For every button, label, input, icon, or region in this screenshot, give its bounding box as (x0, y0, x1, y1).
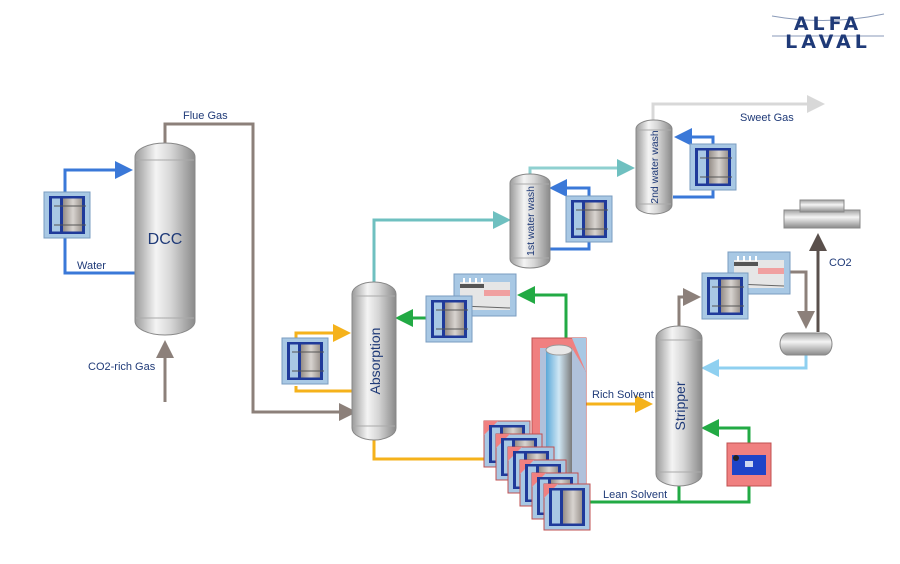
lean-solvent-label: Lean Solvent (603, 489, 667, 501)
stripper-condenser[interactable] (701, 272, 749, 320)
wash1-cooler-out (550, 242, 591, 251)
reflux-drum[interactable] (779, 332, 833, 356)
logo-line1: ALFA (794, 13, 862, 35)
stripper-label: Stripper (672, 381, 688, 430)
dcc-water-cooler[interactable] (43, 191, 91, 239)
water-supply-line (63, 161, 133, 192)
logo-line2: LAVAL (785, 31, 871, 53)
alfa-laval-logo: ALFA LAVAL (771, 13, 885, 53)
intercooler-out (294, 386, 352, 393)
water-label: Water (77, 260, 106, 272)
absorber-overhead-line (372, 211, 511, 282)
wash1-cooler[interactable] (565, 195, 613, 243)
wash2-label: 2nd water wash (649, 130, 661, 204)
reboiler-return-line (701, 419, 751, 443)
co2-compressor[interactable] (783, 199, 861, 229)
wash2-cooler-out (673, 190, 715, 199)
stripper-overhead-line (677, 288, 701, 326)
sweet-gas-line (651, 95, 825, 122)
wash1-vessel[interactable]: 1st water wash (509, 173, 551, 269)
water-return-line (63, 238, 136, 275)
wash-transfer-line (528, 159, 635, 177)
stripper-vessel[interactable]: Stripper (655, 325, 703, 487)
lean-solvent-return-line (517, 286, 568, 338)
absorber-intercooler[interactable] (281, 337, 329, 385)
co2-rich-gas-label: CO2-rich Gas (88, 361, 156, 373)
absorption-vessel[interactable]: Absorption (351, 281, 397, 441)
wash2-vessel[interactable]: 2nd water wash (635, 119, 673, 215)
intercooler-in (294, 324, 351, 342)
wash1-label: 1st water wash (525, 186, 537, 256)
absorption-label: Absorption (367, 328, 383, 395)
sweet-gas-label: Sweet Gas (740, 112, 794, 124)
co2-label: CO2 (829, 257, 852, 269)
wash2-cooler[interactable] (689, 143, 737, 191)
dcc-label: DCC (148, 231, 183, 248)
reboiler[interactable] (726, 442, 772, 487)
lean-solvent-cooler[interactable] (425, 295, 473, 343)
flue-gas-label: Flue Gas (183, 110, 228, 122)
wash1-cooler-in (549, 179, 591, 197)
flue-gas-line (163, 122, 357, 421)
reboiler-feed-line (679, 486, 751, 504)
condenser-outlet-line (790, 270, 815, 329)
rich-solvent-label: Rich Solvent (592, 389, 654, 401)
wash2-cooler-in (674, 128, 715, 146)
dcc-vessel[interactable]: DCC (134, 142, 196, 336)
absorber-bottoms-line (372, 440, 488, 461)
reflux-line (701, 354, 808, 377)
